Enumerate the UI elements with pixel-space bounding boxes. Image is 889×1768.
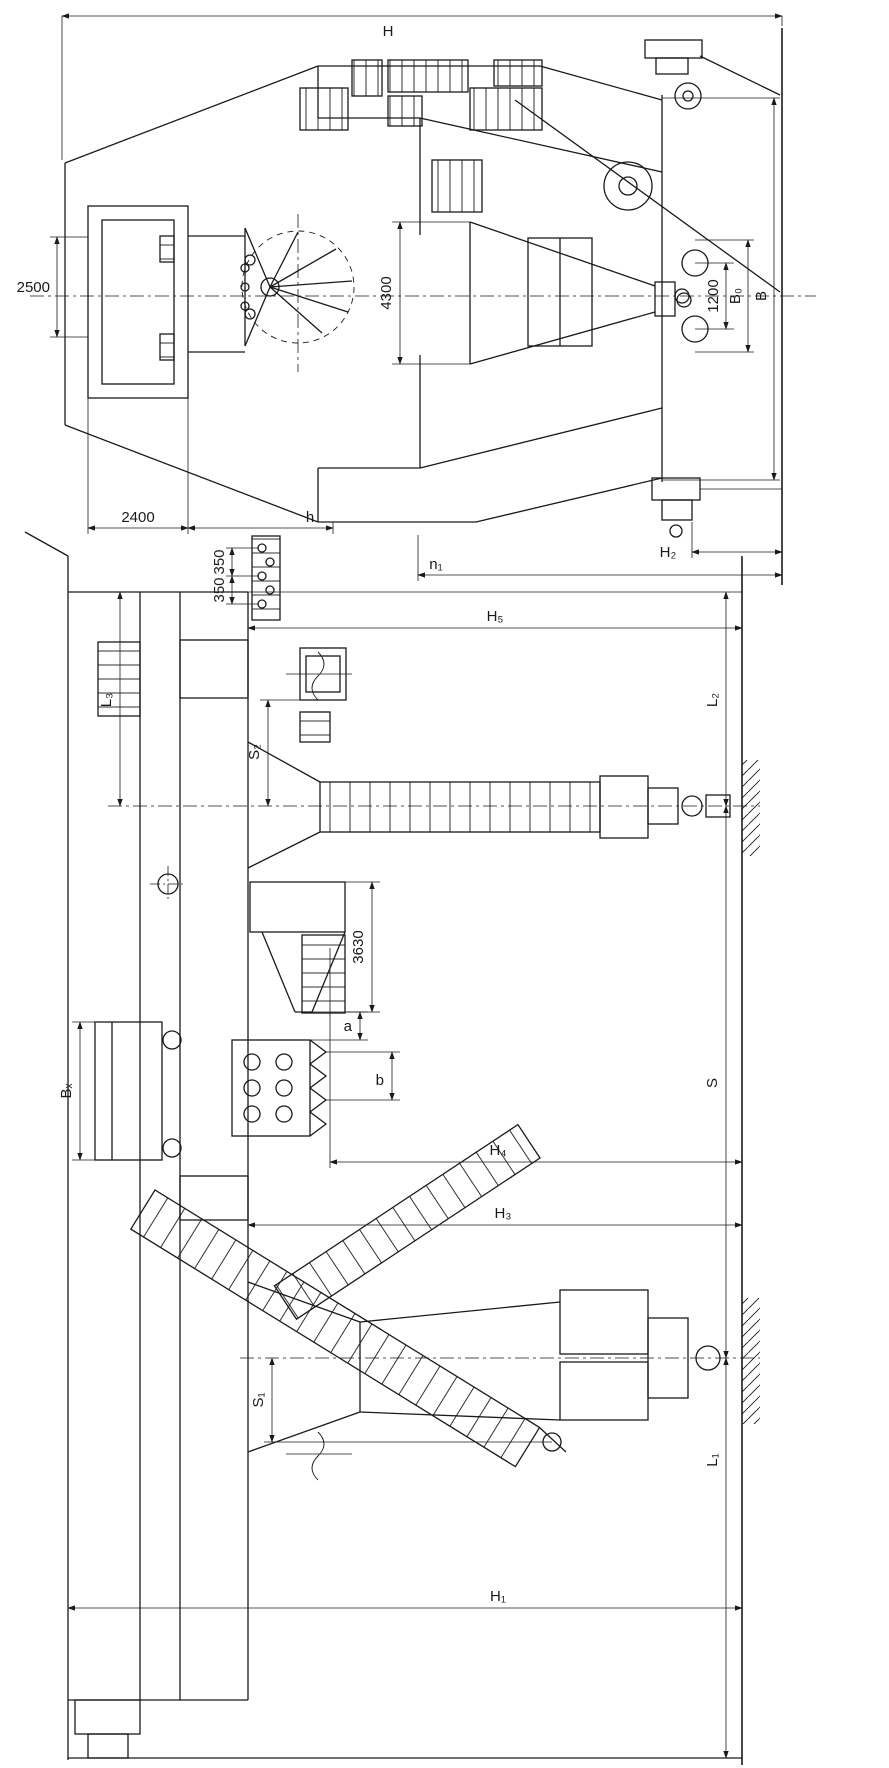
dim-label-S2: S₂	[246, 744, 263, 760]
ground-hatch	[742, 1298, 760, 1424]
dim-label-H2: H₂	[660, 544, 677, 561]
dim-label-3630: 3630	[350, 930, 367, 963]
dim-label-H4: H₄	[490, 1142, 507, 1159]
end-view-structure	[30, 28, 816, 621]
hopper	[469, 221, 692, 365]
dim-label-S: S	[704, 1078, 721, 1088]
counter-boom	[273, 1123, 541, 1321]
transfer-chute	[249, 881, 346, 1014]
dim-label-h: h	[306, 509, 314, 526]
dim-label-B0: B₀	[727, 288, 744, 304]
dim-label-L1: L₁	[704, 1453, 721, 1466]
dim-label-4300: 4300	[378, 276, 395, 309]
end-view-dimensions: H 2500 2400 h 4300 1200 B₀ B H₂ n₁ 350 3…	[17, 13, 783, 605]
counterweight	[94, 1021, 182, 1161]
drive-wheel	[603, 161, 653, 211]
dim-label-B: B	[753, 291, 770, 301]
dim-label-H1: H₁	[490, 1588, 506, 1605]
dim-label-Bx: Bₓ	[58, 1083, 75, 1098]
conveyor-boom	[129, 1189, 541, 1468]
side-view-structure	[24, 531, 760, 1765]
dim-label-2400: 2400	[121, 509, 154, 526]
dim-label-1200: 1200	[705, 279, 722, 312]
dim-label-n1: n₁	[429, 556, 442, 573]
dim-label-350-1: 350	[211, 549, 228, 574]
dim-label-L2: L₂	[704, 693, 721, 707]
machinery-house	[87, 205, 189, 399]
bucket-wheel-end-view	[241, 230, 355, 344]
digging-device	[231, 1039, 328, 1137]
support-leg-1	[247, 741, 731, 869]
dim-label-S1: S₁	[250, 1392, 267, 1407]
side-view-dimensions: L₃ S₂ L₂ H₅ 3630 a b Bₓ S H₄ H₃ S₁ L₁ H₁	[58, 591, 743, 1759]
ground-hatch	[742, 760, 760, 856]
dim-label-350-2: 350	[211, 577, 228, 602]
dim-label-a: a	[344, 1018, 353, 1035]
dim-label-b: b	[376, 1072, 384, 1089]
ladder-detail	[251, 535, 281, 621]
dim-label-H: H	[383, 23, 394, 40]
dim-label-L3: L₃	[98, 693, 115, 707]
dim-label-H3: H₃	[495, 1205, 512, 1222]
dim-label-2500: 2500	[17, 279, 50, 296]
dim-label-H5: H₅	[487, 608, 504, 625]
